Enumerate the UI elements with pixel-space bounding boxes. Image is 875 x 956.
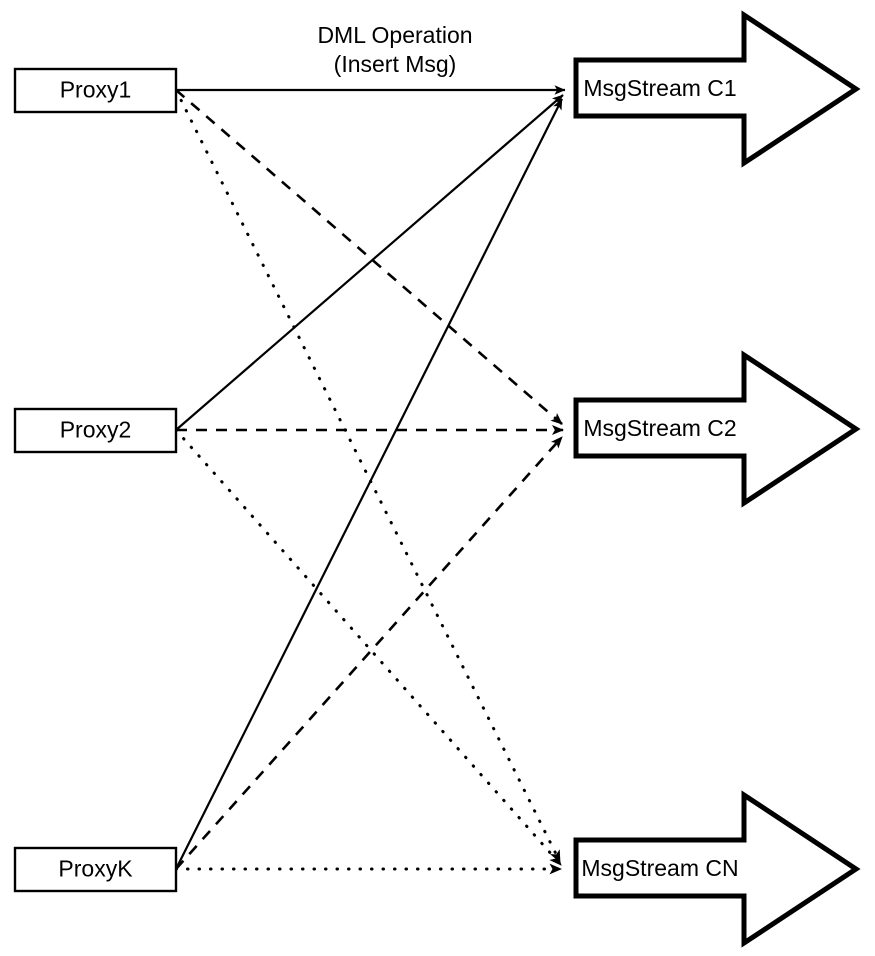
edge-proxy1-cn[interactable] <box>174 88 562 864</box>
msgstream-node-cn[interactable]: MsgStream CN <box>573 790 861 948</box>
msgstream-label: MsgStream C1 <box>583 75 736 101</box>
msgstream-label: MsgStream CN <box>581 855 738 881</box>
msgstream-node-c1[interactable]: MsgStream C1 <box>573 10 861 168</box>
dml-operation-annotation: DML Operation (Insert Msg) <box>317 22 472 77</box>
edge-proxyK-c2[interactable] <box>175 436 563 870</box>
dml-operation-line2: (Insert Msg) <box>334 51 457 77</box>
proxy-label: ProxyK <box>58 856 133 882</box>
dml-operation-line1: DML Operation <box>317 22 472 48</box>
proxy-node-proxy2[interactable]: Proxy2 <box>13 407 178 454</box>
proxy-box <box>13 67 178 114</box>
edge-proxy2-cn[interactable] <box>174 428 563 867</box>
proxy-label: Proxy1 <box>60 77 132 103</box>
proxy-box <box>13 407 178 454</box>
edge-proxy1-c2[interactable] <box>175 89 563 425</box>
proxy-node-proxy1[interactable]: Proxy1 <box>13 67 178 114</box>
edge-layer <box>174 85 566 875</box>
edge-proxyK-c1[interactable] <box>175 98 563 870</box>
edge-proxy2-c1[interactable] <box>175 94 564 431</box>
msgstream-label: MsgStream C2 <box>583 415 736 441</box>
block-arrow-shape <box>573 790 861 948</box>
block-arrow-shape <box>573 350 861 508</box>
block-arrow-shape <box>573 10 861 168</box>
proxy-label: Proxy2 <box>60 417 132 443</box>
proxy-box <box>13 846 178 893</box>
msgstream-node-c2[interactable]: MsgStream C2 <box>573 350 861 508</box>
proxy-node-proxyK[interactable]: ProxyK <box>13 846 178 893</box>
